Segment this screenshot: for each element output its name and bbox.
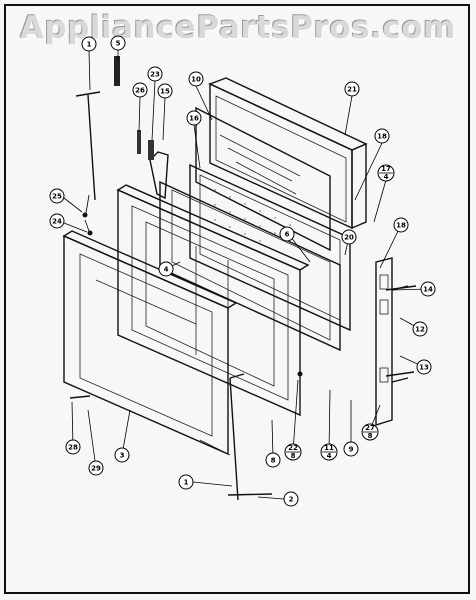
callout-1: 1 — [81, 36, 97, 52]
callout-27: 27 8 — [361, 423, 379, 441]
svg-text:18: 18 — [377, 133, 387, 141]
callout-9: 9 — [343, 441, 359, 457]
rear-panel-part — [208, 77, 368, 230]
callout-18-lower: 18 — [393, 217, 409, 233]
svg-text:17: 17 — [381, 165, 391, 173]
callout-22: 22 8 — [284, 443, 302, 461]
svg-text:29: 29 — [91, 465, 101, 473]
fastener-parts — [69, 56, 417, 496]
callout-20: 20 — [341, 229, 357, 245]
inner-door-part — [116, 184, 310, 417]
callout-10: 10 — [188, 71, 204, 87]
callout-15: 15 — [157, 83, 173, 99]
callout-11: 11 4 — [320, 443, 338, 461]
svg-text:28: 28 — [68, 444, 78, 452]
svg-text:11: 11 — [324, 444, 334, 452]
svg-text:26: 26 — [135, 87, 145, 95]
callout-2: 2 — [283, 491, 299, 507]
callout-23: 23 — [147, 66, 163, 82]
svg-text:4: 4 — [384, 173, 389, 181]
svg-text:1: 1 — [184, 479, 189, 487]
callout-4: 4 — [158, 261, 174, 277]
callout-1-lower: 1 — [178, 474, 194, 490]
svg-text:1: 1 — [87, 41, 92, 49]
svg-text:8: 8 — [368, 432, 373, 440]
svg-text:12: 12 — [415, 326, 425, 334]
leader-lines — [71, 50, 429, 500]
svg-text:4: 4 — [164, 266, 169, 274]
svg-text:5: 5 — [116, 40, 121, 48]
callout-13: 13 — [416, 359, 432, 375]
svg-text:13: 13 — [419, 364, 429, 372]
svg-text:8: 8 — [271, 457, 276, 465]
svg-text:22: 22 — [288, 444, 298, 452]
callout-6: 6 — [279, 226, 295, 242]
svg-text:27: 27 — [365, 424, 375, 432]
svg-text:21: 21 — [347, 86, 357, 94]
callout-26: 26 — [132, 82, 148, 98]
svg-text:16: 16 — [189, 115, 199, 123]
svg-text:14: 14 — [423, 286, 433, 294]
svg-text:24: 24 — [52, 218, 62, 226]
svg-text:8: 8 — [291, 452, 296, 460]
callout-21: 21 — [344, 81, 360, 97]
door-frame-part — [149, 151, 341, 352]
callout-17: 17 4 — [377, 164, 395, 182]
outer-door-part — [62, 230, 238, 456]
handle-part — [75, 91, 245, 501]
svg-text:6: 6 — [285, 231, 290, 239]
svg-text:25: 25 — [52, 193, 62, 201]
callout-14: 14 — [420, 281, 436, 297]
callout-5: 5 — [110, 35, 126, 51]
svg-text:18: 18 — [396, 222, 406, 230]
svg-text:23: 23 — [150, 71, 160, 79]
diagram-border — [4, 4, 470, 594]
callout-28: 28 — [65, 439, 81, 455]
callout-25: 25 — [49, 188, 83, 213]
callout-16: 16 — [186, 110, 202, 126]
svg-text:20: 20 — [344, 234, 354, 242]
svg-text:2: 2 — [289, 496, 294, 504]
callout-3: 3 — [114, 447, 130, 463]
callout-24: 24 — [49, 213, 88, 233]
hinge-bracket-part — [375, 257, 409, 426]
svg-text:3: 3 — [120, 452, 125, 460]
callout-29: 29 — [88, 460, 104, 476]
callout-8: 8 — [265, 452, 281, 468]
callout-12: 12 — [412, 321, 428, 337]
svg-text:9: 9 — [349, 446, 354, 454]
glass-panel-part — [195, 106, 331, 252]
callout-18-upper: 18 — [374, 128, 390, 144]
svg-text:10: 10 — [191, 76, 201, 84]
svg-text:15: 15 — [160, 88, 170, 96]
svg-text:4: 4 — [327, 452, 332, 460]
